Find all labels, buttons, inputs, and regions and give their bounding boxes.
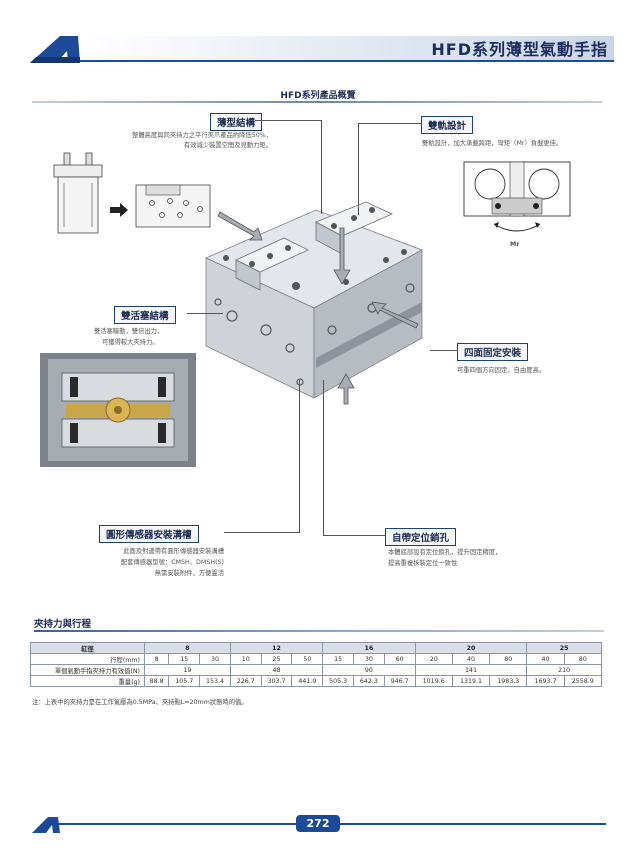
weight-cell: 1319.1 — [451, 675, 491, 687]
stroke-cell: 80 — [563, 653, 603, 665]
bore-header: 缸徑 — [30, 642, 145, 654]
bore-cell: 8 — [144, 642, 231, 654]
gripper-illustration — [205, 201, 423, 405]
weight-cell: 642.3 — [353, 675, 385, 687]
leader-line — [321, 120, 322, 214]
mount-desc-1: 可重四個方向固定，自由度高。 — [457, 367, 546, 374]
leader-line — [187, 313, 223, 314]
bore-cell: 12 — [229, 642, 324, 654]
weight-cell: 505.3 — [322, 675, 354, 687]
weight-cell: 1983.3 — [489, 675, 528, 687]
row-label: 重量(g) — [30, 675, 145, 687]
header-bar — [78, 36, 614, 60]
thin-desc-2: 有效減少裝置空間及見動力矩。 — [183, 142, 272, 149]
piston-desc-2: 可獲得較大夾持力。 — [102, 339, 159, 346]
brand-logo — [30, 36, 80, 63]
stroke-cell: 30 — [353, 653, 385, 665]
rail-diagram — [463, 161, 571, 232]
table-row: 重量(g) 88.8 105.7 153.4 226.7 303.7 441.9… — [30, 675, 603, 687]
weight-cell: 153.4 — [199, 675, 231, 687]
overview-title: HFD系列產品概覽 — [280, 91, 356, 101]
spec-table-rule — [34, 630, 604, 632]
sensor-desc-1: 此面及對邊帶有圓形傳感器安裝溝槽 — [123, 548, 224, 555]
bore-cell: 20 — [414, 642, 528, 654]
force-cell: 19 — [144, 664, 231, 676]
force-cell: 141 — [414, 664, 528, 676]
row-label: 單個氣動手指夾持力有效值(N) — [30, 664, 145, 676]
stroke-cell: 8 — [143, 653, 170, 665]
mr-label: Mr — [510, 241, 520, 248]
leader-line — [430, 350, 458, 351]
weight-cell: 2558.9 — [563, 675, 603, 687]
weight-cell: 226.7 — [229, 675, 262, 687]
rail-desc-1: 雙軌設計，加大承載跨距，彎矩（Mr）負載更佳。 — [422, 140, 563, 147]
stroke-cell: 15 — [168, 653, 201, 665]
leader-line — [323, 535, 385, 536]
callout-thin-structure: 薄型結構 — [210, 113, 263, 131]
stroke-cell: 15 — [322, 653, 354, 665]
stroke-cell: 80 — [489, 653, 528, 665]
page-number: 272 — [296, 815, 340, 832]
stroke-cell: 30 — [199, 653, 231, 665]
callout-double-piston: 雙活塞結構 — [114, 306, 176, 324]
weight-cell: 105.7 — [168, 675, 201, 687]
callout-sensor-groove: 圓形傳感器安裝溝槽 — [99, 525, 199, 543]
callout-locating-pin: 自帶定位銷孔 — [385, 528, 457, 546]
spec-table: 缸徑 8 12 16 20 25 行程(mm) 8 15 30 10 25 50… — [30, 642, 603, 687]
force-cell: 90 — [322, 664, 416, 676]
leader-line — [323, 380, 324, 535]
weight-cell: 303.7 — [260, 675, 293, 687]
weight-cell: 1693.7 — [526, 675, 565, 687]
stroke-cell: 40 — [451, 653, 491, 665]
callout-double-rail: 雙軌設計 — [421, 116, 474, 134]
leader-line — [358, 123, 422, 124]
brand-logo-small — [32, 817, 60, 833]
spec-table-title: 夾持力與行程 — [34, 619, 92, 630]
table-row: 行程(mm) 8 15 30 10 25 50 15 30 60 20 40 8… — [30, 653, 603, 665]
force-cell: 48 — [229, 664, 324, 676]
thin-comparison-figure — [53, 152, 211, 234]
leader-line — [255, 120, 322, 121]
stroke-cell: 20 — [414, 653, 453, 665]
leader-line — [358, 123, 359, 215]
header-rule — [78, 60, 614, 62]
row-label: 行程(mm) — [30, 653, 145, 665]
bore-cell: 16 — [322, 642, 416, 654]
weight-cell: 1019.6 — [414, 675, 453, 687]
page-title: HFD系列薄型氣動手指 — [431, 40, 608, 59]
bore-cell: 25 — [526, 642, 602, 654]
callout-four-side-mount: 四面固定安裝 — [457, 343, 529, 361]
sensor-desc-3: 無需安裝附件，方便靈活 — [154, 570, 224, 577]
table-row: 單個氣動手指夾持力有效值(N) 19 48 90 141 210 — [30, 664, 602, 676]
force-cell: 210 — [526, 664, 602, 676]
table-note: 注：上表中的夾持力是在工作氣壓為0.5MPa、夾持點L=20mm狀態時的值。 — [32, 699, 248, 706]
pin-desc-2: 提高重複拆裝定位一致性 — [388, 560, 458, 567]
stroke-cell: 10 — [229, 653, 262, 665]
sensor-desc-2: 配套傳感器型號：CMSH、DMSH(S) — [120, 559, 224, 566]
overview-rule — [32, 101, 602, 103]
pin-desc-1: 本體底部設有定位銷孔，提升固定精度， — [388, 549, 502, 556]
weight-cell: 441.9 — [291, 675, 324, 687]
weight-cell: 88.8 — [143, 675, 170, 687]
stroke-cell: 50 — [291, 653, 324, 665]
thin-desc-1: 整體高度與同夾持力之平行夾爪產品約降低50%， — [132, 132, 272, 139]
stroke-cell: 25 — [260, 653, 293, 665]
leader-line — [224, 532, 300, 533]
stroke-cell: 60 — [383, 653, 416, 665]
piston-desc-1: 雙活塞驅動，雙倍出力， — [94, 328, 164, 335]
piston-cutaway-figure — [40, 353, 196, 467]
table-header-row: 缸徑 8 12 16 20 25 — [30, 642, 602, 654]
leader-line — [299, 380, 300, 532]
weight-cell: 946.7 — [383, 675, 416, 687]
stroke-cell: 40 — [526, 653, 565, 665]
